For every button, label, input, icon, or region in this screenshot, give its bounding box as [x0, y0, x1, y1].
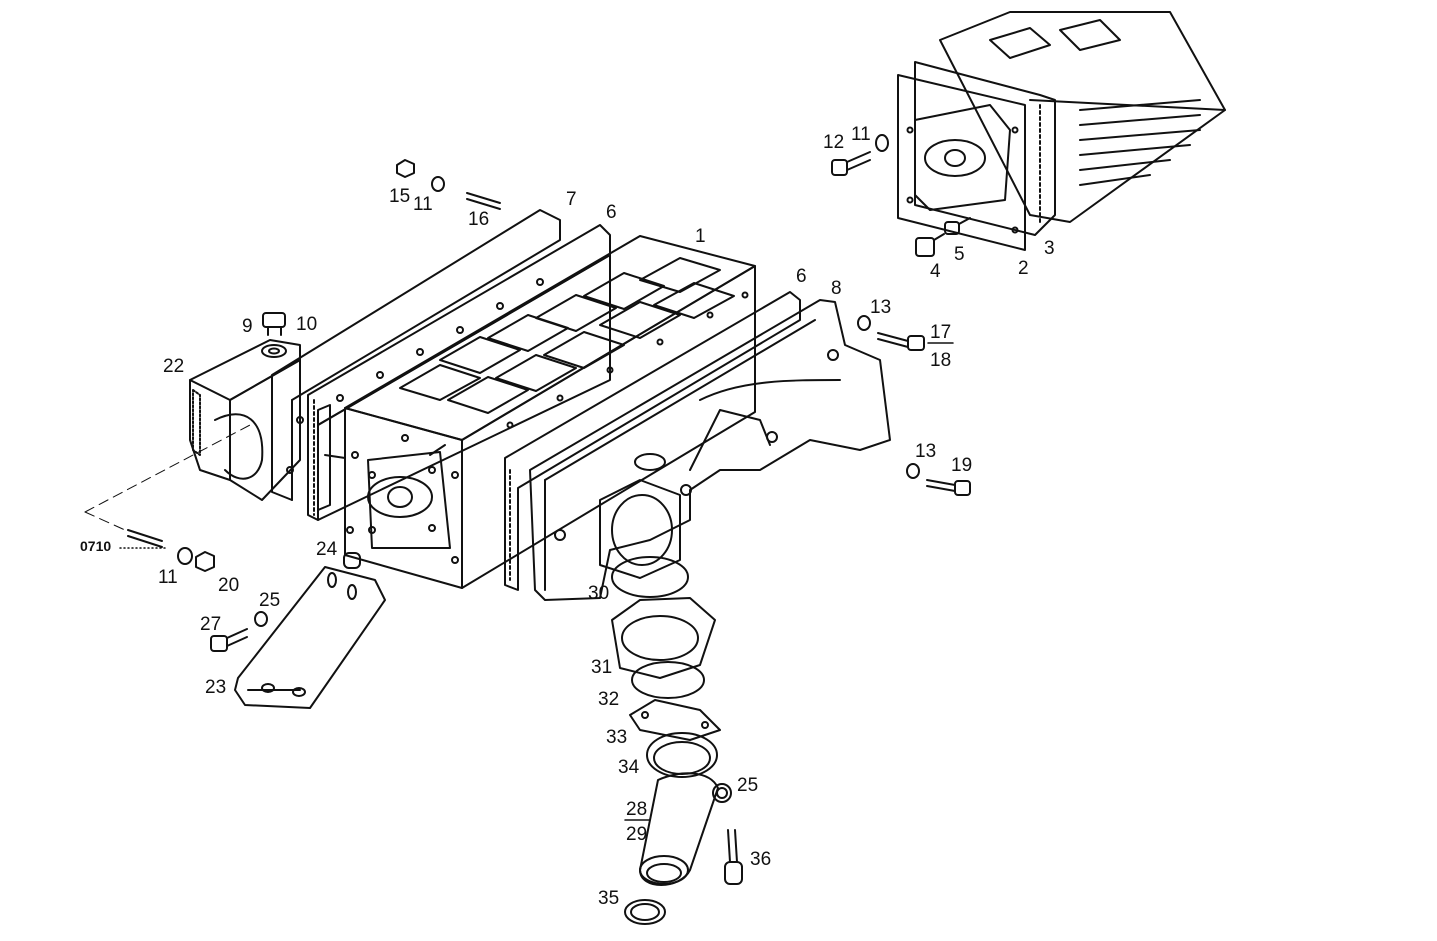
callout-20: 20	[218, 575, 239, 596]
callout-11-top: 11	[413, 194, 433, 215]
bolt-part-36	[725, 830, 742, 884]
callout-10: 10	[296, 314, 317, 335]
callout-labels: 1 2 3 4 5 6 6 7 8 9 10 11 11 11 12 13 13…	[80, 124, 1055, 909]
callout-17: 17	[930, 322, 951, 343]
housing-right	[940, 12, 1225, 222]
end-cover-part-22	[190, 340, 300, 500]
callout-36: 36	[750, 849, 771, 870]
callout-13-upper: 13	[870, 297, 891, 318]
outlet-manifold-part-8	[530, 300, 890, 600]
gasket-part-6-left	[308, 225, 610, 520]
washer-part-11-right	[876, 135, 888, 151]
washer-part-10	[262, 345, 286, 357]
callout-11-right: 11	[851, 124, 871, 145]
callout-30: 30	[588, 583, 609, 604]
callout-4: 4	[930, 261, 941, 282]
callout-1: 1	[695, 226, 706, 247]
o-ring-part-32	[632, 662, 704, 698]
cooler-core-part-1	[325, 236, 755, 588]
washer-part-11-lower	[178, 548, 192, 564]
callout-22: 22	[163, 356, 184, 377]
callout-12: 12	[823, 132, 844, 153]
washer-part-25-left	[255, 612, 267, 626]
o-ring-part-35	[625, 900, 665, 924]
callout-23: 23	[205, 677, 226, 698]
spacer-part-24	[344, 553, 360, 568]
callout-19: 19	[951, 455, 972, 476]
o-ring-part-30	[612, 557, 688, 597]
callout-13-lower: 13	[915, 441, 936, 462]
gasket-part-33	[630, 700, 720, 740]
washer-part-13-lower	[907, 464, 919, 478]
callout-ref-0710: 0710	[80, 538, 111, 554]
callout-29: 29	[626, 824, 647, 845]
callout-11-lower: 11	[158, 567, 178, 588]
callout-32: 32	[598, 689, 619, 710]
bolt-part-27	[211, 629, 247, 651]
plate-part-2	[898, 75, 1025, 250]
callout-15: 15	[389, 186, 410, 207]
bolt-part-19	[927, 480, 970, 495]
callout-25-left: 25	[259, 590, 280, 611]
callout-8: 8	[831, 278, 842, 299]
stud-part-5	[945, 218, 970, 234]
plug-part-25-right	[713, 784, 731, 802]
callout-34: 34	[618, 757, 640, 778]
callout-31: 31	[591, 657, 612, 678]
bolt-part-4	[916, 234, 944, 256]
washer-part-13-upper	[858, 316, 870, 330]
callout-2: 2	[1018, 258, 1029, 279]
callout-35: 35	[598, 888, 619, 909]
flange-part-31	[612, 598, 715, 678]
callout-27: 27	[200, 614, 221, 635]
callout-18: 18	[930, 350, 951, 371]
plate-part-7	[272, 210, 560, 500]
callout-6-right: 6	[796, 266, 807, 287]
gasket-part-6-right	[505, 292, 800, 590]
plug-part-9	[263, 313, 285, 335]
callout-5: 5	[954, 244, 965, 265]
stud-part-16	[467, 193, 500, 209]
callout-3: 3	[1044, 238, 1055, 259]
pipe-part-28-29	[640, 773, 718, 885]
nut-part-15	[397, 160, 414, 177]
callout-6-left: 6	[606, 202, 617, 223]
callout-24: 24	[316, 539, 338, 560]
stud-ref-0710	[128, 530, 162, 547]
clamp-part-34	[647, 733, 717, 777]
callout-16: 16	[468, 209, 489, 230]
nut-part-20	[196, 552, 214, 571]
washer-part-11-top	[432, 177, 444, 191]
bolt-part-17-18	[878, 333, 924, 350]
callout-28: 28	[626, 799, 647, 820]
callout-25-right: 25	[737, 775, 758, 796]
centerline	[85, 425, 250, 530]
callout-33: 33	[606, 727, 627, 748]
bracket-part-23	[235, 567, 385, 708]
callout-9: 9	[242, 316, 253, 337]
gasket-part-3	[915, 62, 1055, 235]
callout-7: 7	[566, 189, 577, 210]
bolt-part-12	[832, 152, 870, 175]
